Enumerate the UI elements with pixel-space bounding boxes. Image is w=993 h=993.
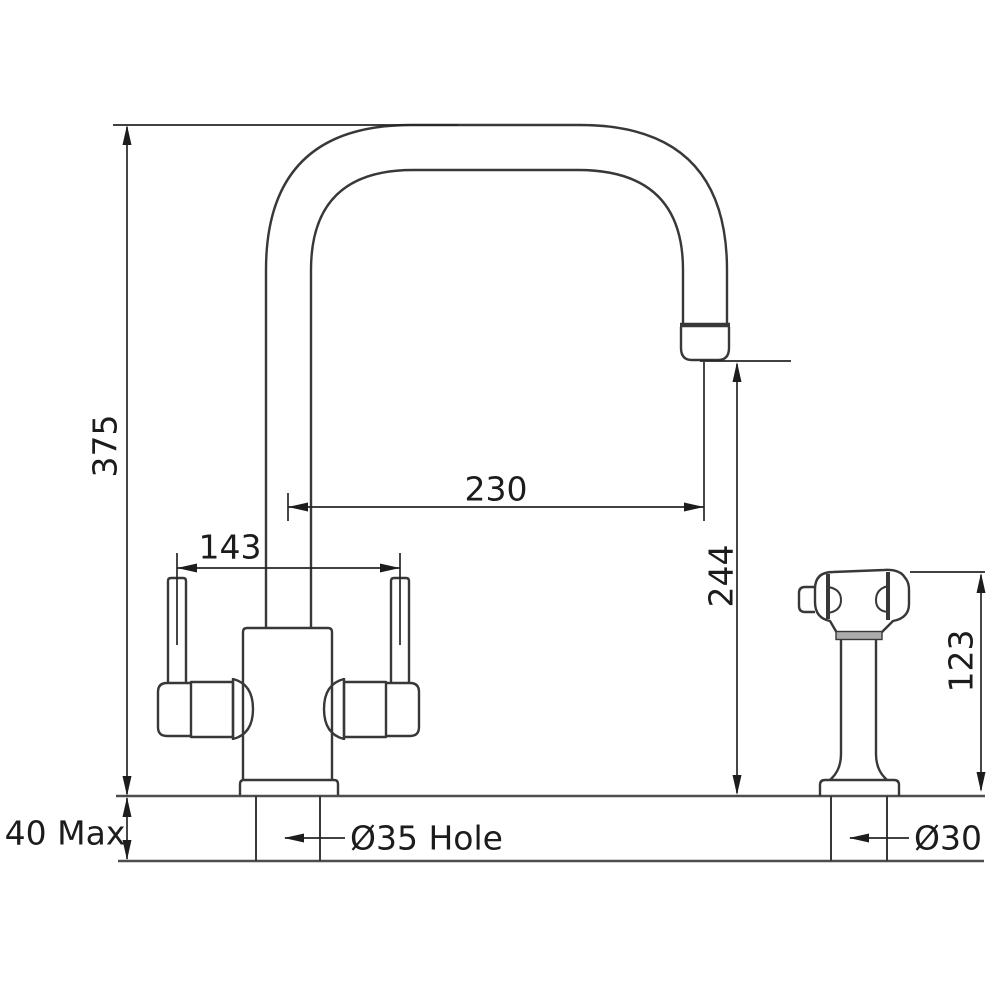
tap-base-flange — [238, 778, 340, 795]
dim-143-arrow-left — [177, 563, 197, 573]
callout-tap-hole: Ø35 Hole — [284, 819, 503, 858]
spray-head-right-curve — [874, 585, 889, 613]
callout-o35-label: Ø35 Hole — [350, 819, 503, 858]
left-handle-cylinder — [189, 680, 235, 739]
left-handle — [156, 576, 255, 741]
dim-143-arrow-right — [380, 563, 400, 573]
callout-spray-hole: Ø30 — [849, 819, 982, 858]
dim-143-label: 143 — [199, 528, 262, 567]
tap-body — [241, 626, 334, 780]
right-handle — [322, 576, 421, 741]
dim-123-label: 123 — [942, 630, 981, 693]
worktop — [116, 794, 985, 863]
dim-230-label: 230 — [465, 470, 528, 509]
spray-head-left-curve — [827, 586, 843, 614]
spray-pedestal-column — [829, 639, 888, 781]
dim-375-label: 375 — [86, 415, 125, 478]
dim-40max-arrow-up — [122, 797, 132, 817]
dim-spout-clearance: 244 — [700, 360, 791, 795]
dim-244-label: 244 — [702, 545, 741, 608]
left-handle-neck — [231, 677, 255, 741]
dim-375-arrow-down — [122, 776, 132, 796]
callout-o35-arrow — [284, 833, 304, 843]
spout-inner-line — [309, 168, 685, 628]
dim-244-arrow-down — [732, 775, 742, 795]
callout-o30-arrow — [849, 833, 869, 843]
spray-head — [813, 568, 911, 635]
dim-230-arrow-left — [288, 502, 308, 512]
side-spray — [797, 568, 911, 796]
right-handle-cylinder — [342, 680, 388, 739]
spout-outer-line — [264, 123, 729, 628]
callout-o30-label: Ø30 — [914, 819, 982, 858]
dim-123-arrow-up — [976, 573, 986, 593]
dim-spray-height: 123 — [910, 571, 986, 792]
dim-worktop-thickness: 40 Max — [5, 797, 132, 860]
aerator-outlet — [679, 327, 731, 362]
dim-123-arrow-down — [976, 772, 986, 792]
dim-spout-reach: 230 — [287, 362, 705, 521]
right-handle-neck — [322, 677, 346, 741]
dim-244-arrow-up — [732, 362, 742, 382]
left-handle-end-cap — [156, 681, 191, 738]
dim-overall-height: 375 — [86, 124, 458, 796]
spray-pedestal-base — [818, 778, 901, 796]
dim-230-arrow-right — [684, 502, 704, 512]
dim-40max-label: 40 Max — [5, 814, 126, 853]
dim-40max-arrow-down — [122, 840, 132, 860]
mixer-tap — [156, 123, 731, 795]
dim-handle-span: 143 — [176, 528, 401, 645]
dim-375-arrow-up — [122, 125, 132, 145]
spray-trigger-button — [797, 585, 815, 614]
spray-collar — [835, 630, 883, 641]
right-handle-end-cap — [386, 681, 421, 738]
